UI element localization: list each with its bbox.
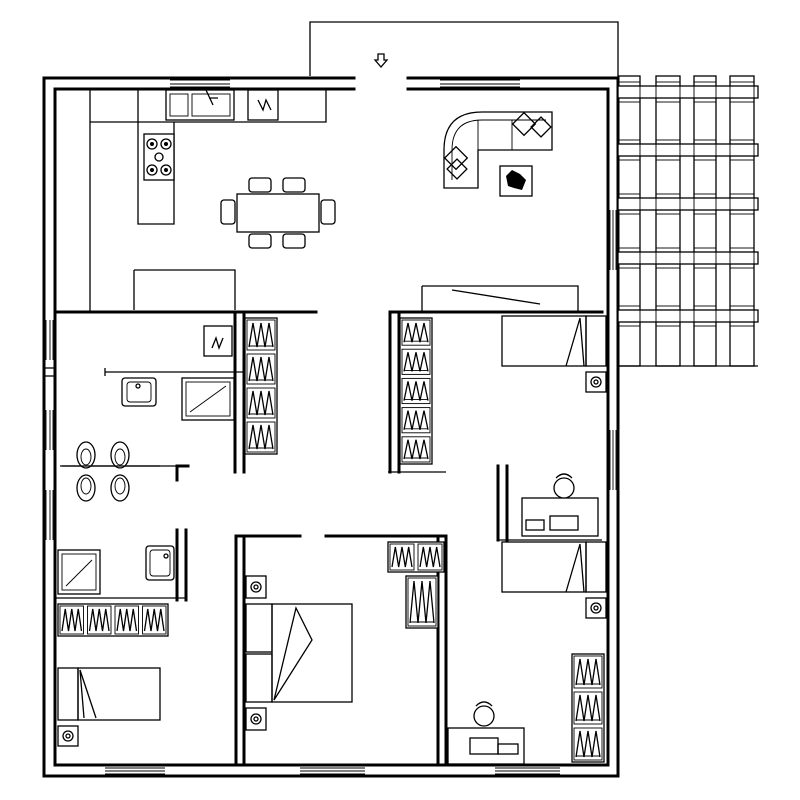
desk-chair (553, 477, 575, 499)
bed-master (271, 603, 353, 703)
dishwasher (247, 89, 279, 121)
exterior-walls (42, 76, 620, 778)
entrance-porch (309, 21, 619, 76)
stove-hob (143, 133, 175, 181)
dining-table-set (220, 177, 336, 249)
beds (57, 289, 607, 747)
washing-machine (203, 325, 233, 357)
kitchen-sink (165, 89, 235, 121)
terrace-pergola (617, 75, 759, 367)
wash-basin (121, 377, 157, 407)
corner-sofa (443, 111, 553, 197)
down-arrow-icon (373, 53, 389, 68)
bed-bottom-left (77, 667, 161, 721)
bathroom (57, 325, 235, 595)
nightstand (585, 371, 607, 393)
wardrobes (57, 317, 605, 763)
desk-chair-2 (473, 705, 495, 727)
study-desks (447, 473, 599, 765)
bed-top-right (501, 315, 587, 367)
interior-walls (53, 89, 604, 767)
desk-bottom (447, 727, 525, 765)
shower-tray-2 (57, 549, 101, 595)
kitchen (137, 89, 327, 225)
